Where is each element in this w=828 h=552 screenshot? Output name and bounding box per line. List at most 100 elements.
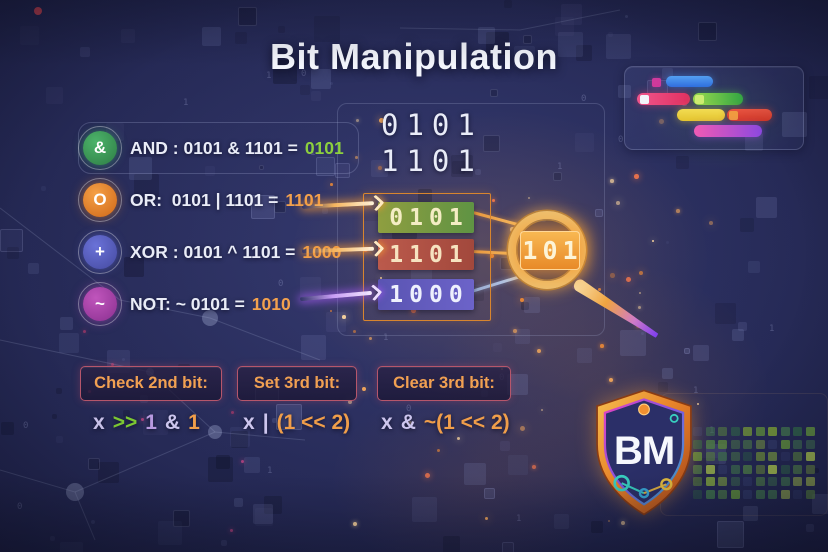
decor-prt <box>83 330 86 333</box>
formula-token: & <box>164 411 181 434</box>
decor-prt <box>610 179 614 183</box>
grid-cell <box>718 452 727 461</box>
decor-prt <box>639 271 644 276</box>
grid-cell <box>718 439 727 449</box>
grid-cell <box>793 489 802 499</box>
decor-prt <box>609 378 614 383</box>
decor-bsq <box>301 335 326 360</box>
decor-prt <box>616 201 620 205</box>
formula-token: 1 <box>145 411 157 434</box>
check-2nd-bit-button[interactable]: Check 2nd bit: <box>80 366 222 401</box>
grid-cell <box>730 452 740 461</box>
decor-bsq <box>88 458 100 470</box>
not-result: 1010 <box>251 293 291 314</box>
snippet-bar-purple <box>694 125 762 137</box>
badge-text: BM <box>614 428 674 473</box>
decor-prt <box>457 437 461 441</box>
green-pixel-grid <box>693 427 815 499</box>
or-icon-glyph: O <box>93 190 107 209</box>
decor-bsq <box>46 87 63 104</box>
xor-operator-icon: + <box>78 230 122 274</box>
red-dot-decor <box>34 7 42 15</box>
decor-prt <box>676 209 680 213</box>
decor-bsq <box>732 329 744 341</box>
decor-bsq <box>50 536 55 541</box>
grid-cell <box>780 477 790 486</box>
decor-prt <box>709 221 713 225</box>
decor-bsq <box>59 333 79 353</box>
decor-bsq <box>244 457 260 473</box>
decor-prt <box>241 460 244 463</box>
snippet-bar-green <box>693 93 743 105</box>
operations-list: & AND : 0101 & 1101 = 0101 O OR: 0101 | … <box>78 122 359 330</box>
decor-bsq <box>464 463 486 485</box>
decor-bsq <box>555 17 574 36</box>
decor-bgl: 1 <box>516 514 522 524</box>
decor-bsq <box>7 247 19 259</box>
grid-cell <box>693 489 702 499</box>
decor-prt <box>230 529 233 532</box>
decor-prt <box>485 517 489 521</box>
badge-graph-node <box>660 478 673 491</box>
decor-prt <box>520 426 526 432</box>
grid-cell <box>755 439 765 449</box>
badge-graph-node <box>613 474 630 492</box>
op-row-or: O OR: 0101 | 1101 = 1101 <box>78 174 359 226</box>
not-operator-icon: ~ <box>78 282 122 326</box>
decor-bsq <box>255 508 273 526</box>
and-result: 0101 <box>304 137 344 158</box>
decor-prt <box>621 521 626 526</box>
magnifier-value: 101 <box>520 231 580 270</box>
decor-bsq <box>253 504 273 524</box>
snippet-square-orange <box>729 111 738 120</box>
decor-bgl: 0 <box>17 502 23 512</box>
grid-cell <box>743 477 752 486</box>
not-icon-glyph: ~ <box>95 294 105 313</box>
grid-cell <box>755 452 765 461</box>
grid-cell <box>805 452 815 461</box>
grid-cell <box>693 452 702 461</box>
grid-cell <box>693 464 702 474</box>
op-row-and: & AND : 0101 & 1101 = 0101 <box>78 122 359 174</box>
and-icon-glyph: & <box>93 138 107 157</box>
decor-bsq <box>158 521 182 545</box>
grid-cell <box>718 477 727 486</box>
snippet-bar-pink <box>637 93 690 105</box>
grid-cell <box>743 489 752 499</box>
decor-bsq <box>676 156 689 169</box>
grid-cell <box>705 427 715 436</box>
grid-cell <box>730 439 740 449</box>
decor-bsq <box>98 462 119 483</box>
snippet-square-lightgreen <box>695 95 704 104</box>
formula-token: >> <box>112 411 138 434</box>
set-bit-formula: x | (1 << 2) <box>243 411 350 435</box>
formula-token: (1 << 2) <box>276 411 351 434</box>
decor-bsq <box>591 521 603 533</box>
decor-bsq <box>577 348 592 363</box>
grid-cell <box>705 464 715 474</box>
grid-cell <box>743 427 752 436</box>
decor-bsq <box>311 91 321 101</box>
decor-prt <box>639 292 641 294</box>
decor-bgl: 0 <box>618 135 624 145</box>
decor-bsq <box>490 89 498 97</box>
grid-cell <box>793 464 802 474</box>
decor-bsq <box>493 343 502 352</box>
grid-cell <box>718 489 727 499</box>
decor-bsq <box>41 186 46 191</box>
grid-cell <box>805 464 815 474</box>
grid-cell <box>755 477 765 486</box>
set-3rd-bit-button[interactable]: Set 3rd bit: <box>237 366 357 401</box>
decor-bgl: 0 <box>23 421 29 431</box>
decor-bsq <box>502 542 514 552</box>
decor-bsq <box>715 303 736 324</box>
decor-bsq <box>264 496 282 514</box>
result-chip-xor: 1000 <box>378 279 474 310</box>
decor-bsq <box>0 229 23 252</box>
decor-bgl: 1 <box>183 98 189 108</box>
decor-bsq <box>666 241 669 244</box>
decor-bsq <box>173 510 190 527</box>
clear-3rd-bit-button[interactable]: Clear 3rd bit: <box>377 366 511 401</box>
decor-bgl: 1 <box>267 466 273 476</box>
